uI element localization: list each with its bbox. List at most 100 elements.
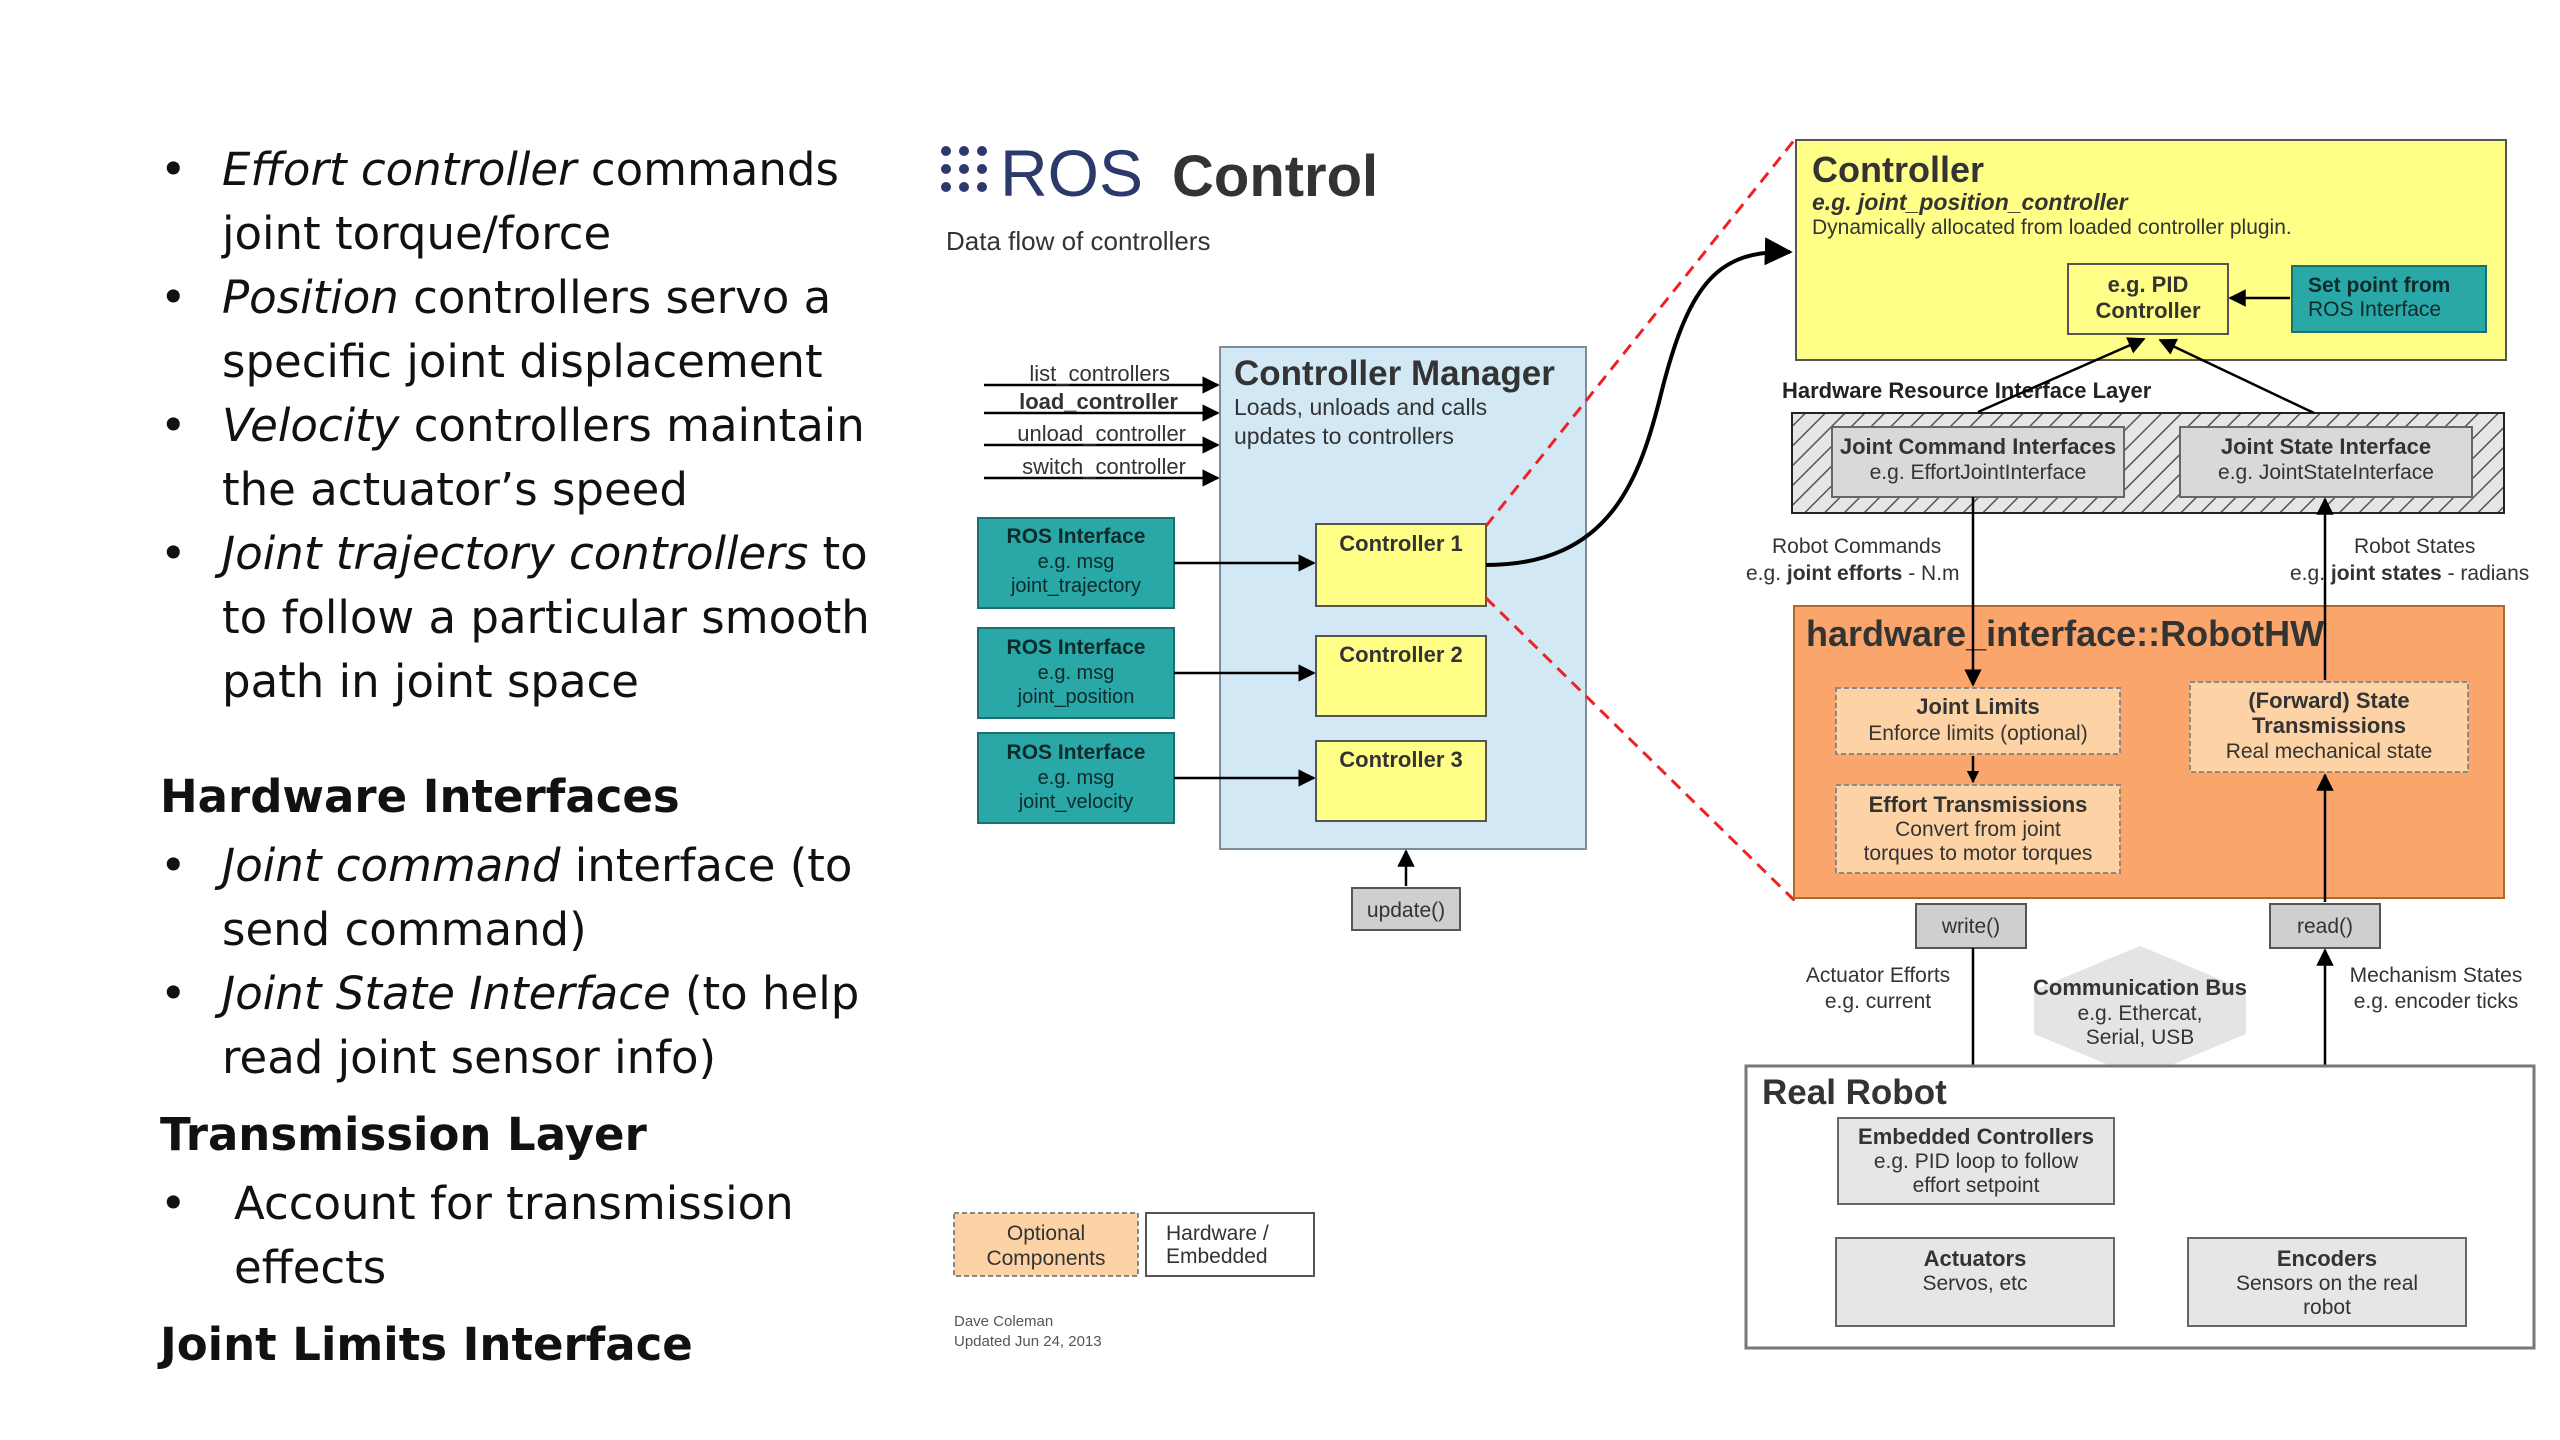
- bullet-joint-state-cont: read joint sensor info): [222, 1031, 717, 1084]
- heading-hardware-interfaces: Hardware Interfaces: [160, 770, 680, 823]
- embedded-controllers-box: Embedded Controllers e.g. PID loop to fo…: [1837, 1117, 2115, 1205]
- write-call: write(): [1915, 903, 2027, 949]
- svg-text:Optional: Optional: [1007, 1222, 1085, 1245]
- ros-interface-3: ROS Interface e.g. msg joint_velocity: [977, 732, 1175, 824]
- bullet-joint-command-cont: send command): [222, 903, 587, 956]
- svg-text:e.g. EffortJointInterface: e.g. EffortJointInterface: [1870, 461, 2087, 484]
- bullet-dot: •: [160, 1177, 187, 1230]
- text-column: • Effort controller commands joint torqu…: [0, 0, 900, 1440]
- ros-logo-icon: [941, 146, 987, 192]
- svg-text:Joint Command Interfaces: Joint Command Interfaces: [1840, 434, 2116, 459]
- svg-text:e.g. PID loop to follow: e.g. PID loop to follow: [1874, 1150, 2079, 1173]
- svg-text:Embedded Controllers: Embedded Controllers: [1858, 1124, 2094, 1149]
- credit-author: Dave Coleman: [954, 1313, 1053, 1330]
- svg-text:torques to motor torques: torques to motor torques: [1864, 842, 2093, 865]
- svg-text:ROS Interface: ROS Interface: [1007, 741, 1146, 764]
- svg-text:Actuators: Actuators: [1924, 1246, 2027, 1271]
- bullet-velocity-cont: the actuator’s speed: [222, 463, 688, 516]
- svg-text:Transmissions: Transmissions: [2252, 713, 2406, 738]
- bullet-dot: •: [160, 527, 187, 580]
- svg-text:Controller 3: Controller 3: [1339, 747, 1462, 772]
- joint-command-interfaces: Joint Command Interfaces e.g. EffortJoin…: [1831, 426, 2125, 498]
- bullet-dot: •: [160, 967, 187, 1020]
- update-call: update(): [1351, 849, 1461, 931]
- svg-text:Serial, USB: Serial, USB: [2086, 1026, 2195, 1049]
- svg-text:e.g. Ethercat,: e.g. Ethercat,: [2078, 1002, 2203, 1025]
- svg-text:Effort Transmissions: Effort Transmissions: [1869, 792, 2088, 817]
- controller-manager-title: Controller Manager: [1234, 354, 1555, 393]
- actuator-efforts-example: e.g. current: [1825, 990, 1931, 1013]
- svg-text:e.g. msg: e.g. msg: [1038, 551, 1115, 573]
- bullet-transmission-cont: effects: [234, 1241, 387, 1294]
- robot-states-example: e.g. joint states - radians: [2290, 562, 2529, 585]
- bullet-position-cont: specific joint displacement: [222, 335, 823, 388]
- legend-hardware: Hardware / Embedded: [1145, 1212, 1315, 1277]
- svg-text:e.g. joint_position_controller: e.g. joint_position_controller: [1812, 189, 2129, 215]
- controller-manager-desc1: Loads, unloads and calls: [1234, 394, 1487, 420]
- svg-text:(Forward) State: (Forward) State: [2248, 688, 2409, 713]
- controller-manager-desc2: updates to controllers: [1234, 423, 1454, 449]
- svg-text:joint_trajectory: joint_trajectory: [1010, 575, 1141, 597]
- svg-text:e.g. msg: e.g. msg: [1038, 662, 1115, 684]
- svg-text:Convert from joint: Convert from joint: [1895, 818, 2061, 841]
- zoom-indicator: [1484, 137, 1798, 904]
- svg-text:effort setpoint: effort setpoint: [1913, 1174, 2040, 1197]
- svg-text:Components: Components: [986, 1247, 1105, 1270]
- controller-zoom-arrow: [1485, 237, 1793, 567]
- svg-text:joint_velocity: joint_velocity: [1018, 791, 1134, 813]
- bullet-trajectory-cont2: path in joint space: [222, 655, 639, 708]
- service-switch-controller: switch_controller: [1022, 454, 1186, 479]
- svg-text:update(): update(): [1367, 899, 1445, 922]
- mechanism-states-label: Mechanism States: [2350, 964, 2523, 987]
- svg-text:Embedded: Embedded: [1166, 1245, 1268, 1268]
- read-call: read(): [2269, 903, 2381, 949]
- heading-transmission-layer: Transmission Layer: [160, 1108, 647, 1161]
- svg-text:Communication Bus: Communication Bus: [2033, 975, 2247, 1000]
- controller-2: Controller 2: [1315, 635, 1487, 717]
- svg-text:Controller 2: Controller 2: [1339, 642, 1462, 667]
- bullet-joint-command: Joint command interface (to: [222, 839, 853, 892]
- joint-limits-box: Joint Limits Enforce limits (optional): [1835, 687, 2121, 755]
- pid-to-interface-arrows: [1977, 337, 2315, 415]
- bullet-dot: •: [160, 399, 187, 452]
- svg-text:robot: robot: [2303, 1296, 2351, 1319]
- bullet-effort-cont: joint torque/force: [222, 207, 612, 260]
- bullet-joint-state: Joint State Interface (to help: [222, 967, 860, 1020]
- bullet-dot: •: [160, 839, 187, 892]
- bullet-effort: Effort controller commands: [222, 143, 839, 196]
- service-list-controllers: list_controllers: [1029, 361, 1170, 386]
- service-unload-controller: unload_controller: [1017, 421, 1186, 446]
- bullet-dot: •: [160, 143, 187, 196]
- svg-text:Hardware /: Hardware /: [1166, 1222, 1269, 1245]
- robot-commands-example: e.g. joint efforts - N.m: [1746, 562, 1960, 585]
- state-transmissions-box: (Forward) State Transmissions Real mecha…: [2189, 681, 2469, 773]
- svg-text:Joint State Interface: Joint State Interface: [2221, 434, 2431, 459]
- robothw-title: hardware_interface::RobotHW: [1806, 613, 2324, 654]
- svg-text:e.g. JointStateInterface: e.g. JointStateInterface: [2218, 461, 2434, 484]
- credit-date: Updated Jun 24, 2013: [954, 1333, 1102, 1350]
- actuator-efforts-label: Actuator Efforts: [1806, 964, 1950, 987]
- svg-text:Controller: Controller: [2095, 298, 2201, 323]
- diagram-title: Control: [1172, 144, 1378, 209]
- svg-text:Servos, etc: Servos, etc: [1922, 1272, 2027, 1295]
- svg-text:Encoders: Encoders: [2277, 1246, 2377, 1271]
- bullet-velocity: Velocity controllers maintain: [222, 399, 865, 452]
- svg-text:Set point from: Set point from: [2308, 274, 2450, 297]
- ros-interface-2: ROS Interface e.g. msg joint_position: [977, 627, 1175, 719]
- svg-text:ROS Interface: ROS Interface: [1007, 525, 1146, 548]
- bullet-transmission: Account for transmission: [234, 1177, 794, 1230]
- svg-text:write(): write(): [1941, 915, 2000, 938]
- bullet-dot: •: [160, 271, 187, 324]
- actuators-box: Actuators Servos, etc: [1835, 1237, 2115, 1327]
- heading-joint-limits-interface: Joint Limits Interface: [160, 1318, 693, 1371]
- controller-detail-box: Controller e.g. joint_position_controlle…: [1795, 139, 2507, 361]
- svg-text:Dynamically allocated from loa: Dynamically allocated from loaded contro…: [1812, 216, 2292, 239]
- svg-text:e.g. PID: e.g. PID: [2108, 272, 2189, 297]
- svg-text:e.g. msg: e.g. msg: [1038, 767, 1115, 789]
- encoders-box: Encoders Sensors on the real robot: [2187, 1237, 2467, 1327]
- real-robot-title: Real Robot: [1762, 1073, 1947, 1112]
- svg-text:Enforce limits (optional): Enforce limits (optional): [1868, 722, 2087, 745]
- svg-text:joint_position: joint_position: [1017, 686, 1135, 708]
- svg-text:Real mechanical state: Real mechanical state: [2226, 740, 2433, 763]
- svg-text:ROS Interface: ROS Interface: [2308, 298, 2441, 321]
